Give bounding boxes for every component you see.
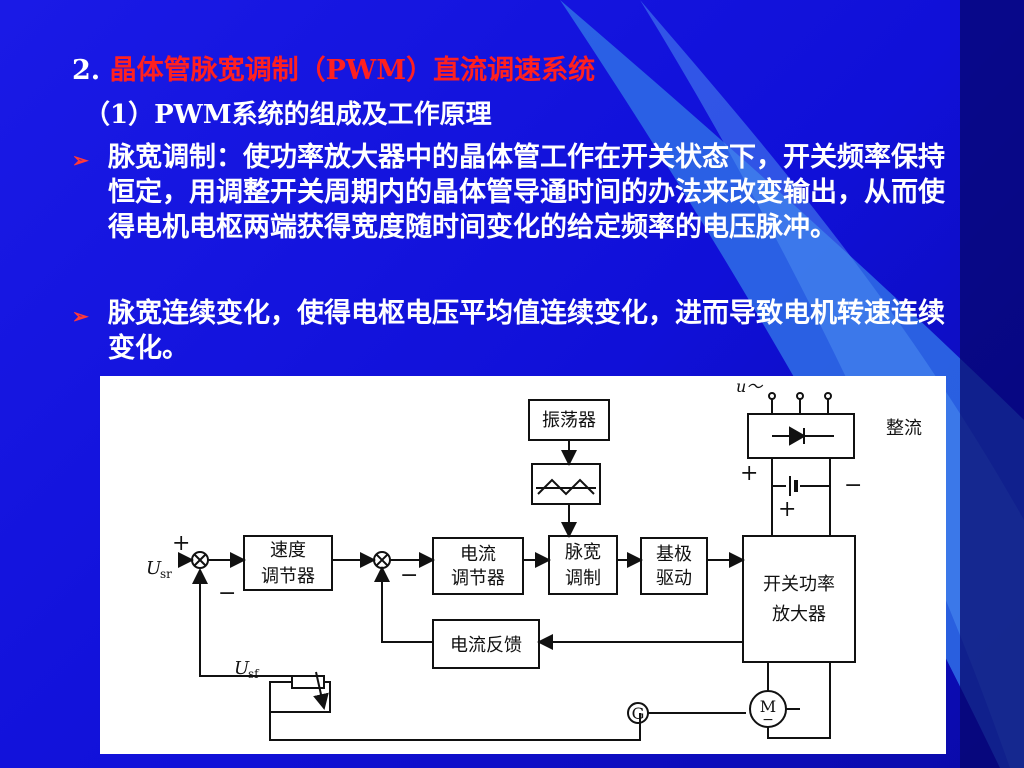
switch-amp-label-2: 放大器: [772, 604, 826, 625]
plus-sign-cap: +: [778, 497, 796, 522]
speed-reg-label-2: 调节器: [261, 566, 315, 587]
oscillator-label: 振荡器: [542, 410, 596, 431]
base-drive-label-1: 基极: [656, 544, 692, 565]
u-sf-label: U: [234, 658, 250, 679]
pwm-label-2: 调制: [565, 568, 601, 589]
bullet-item-2: ➢ 脉宽连续变化，使得电枢电压平均值连续变化，进而导致电机转速连续变化。: [72, 296, 948, 366]
minus-sign-2: −: [400, 563, 418, 588]
bullet-arrow-icon: ➢: [72, 304, 89, 328]
u-sr-subscript: sr: [160, 567, 172, 581]
section-subtitle: （1）PWM系统的组成及工作原理: [84, 100, 492, 130]
bullet-item-1: ➢ 脉宽调制：使功率放大器中的晶体管工作在开关状态下，开关频率保持恒定，用调整开…: [72, 140, 948, 245]
bullet-arrow-icon: ➢: [72, 148, 89, 172]
motor-label: M: [760, 697, 776, 716]
current-feedback-label: 电流反馈: [450, 635, 522, 656]
pwm-block-diagram: 振荡器 整流 速度 调节器 电流 调节器 脉宽 调制 基极 驱动 开关功率 放大…: [100, 376, 946, 754]
rectifier-label: 整流: [886, 418, 922, 439]
bullet-text-1: 脉宽调制：使功率放大器中的晶体管工作在开关状态下，开关频率保持恒定，用调整开关周…: [108, 142, 945, 243]
u-sf-subscript: sf: [248, 667, 260, 681]
motor-dc-mark: −: [762, 712, 774, 728]
minus-sign-1: −: [218, 581, 236, 606]
current-reg-label-1: 电流: [460, 544, 496, 565]
title-text: 晶体管脉宽调制（PWM）直流调速系统: [109, 55, 596, 86]
slide-title: 2. 晶体管脉宽调制（PWM）直流调速系统: [72, 48, 595, 87]
sawtooth-block: [531, 463, 601, 505]
pwm-label-1: 脉宽: [565, 542, 601, 563]
triangle-wave-icon: [537, 478, 595, 496]
generator-label: G: [632, 704, 645, 723]
title-number: 2.: [72, 55, 101, 86]
ac-input-label: u～: [736, 377, 764, 396]
speed-reg-label-1: 速度: [270, 540, 306, 561]
switch-amp-label-1: 开关功率: [763, 574, 835, 595]
bullet-text-2: 脉宽连续变化，使得电枢电压平均值连续变化，进而导致电机转速连续变化。: [108, 298, 945, 364]
plus-sign-1: +: [172, 531, 190, 556]
minus-sign-dc: −: [844, 473, 862, 498]
switch-amplifier-block: [742, 535, 856, 663]
diagram-svg: 振荡器 整流 速度 调节器 电流 调节器 脉宽 调制 基极 驱动 开关功率 放大…: [146, 377, 922, 741]
generator-symbol: [627, 702, 649, 724]
plus-sign-dc: +: [740, 461, 758, 486]
current-reg-label-2: 调节器: [451, 568, 505, 589]
u-sr-label: U: [146, 558, 162, 579]
base-drive-label-2: 驱动: [656, 568, 692, 589]
